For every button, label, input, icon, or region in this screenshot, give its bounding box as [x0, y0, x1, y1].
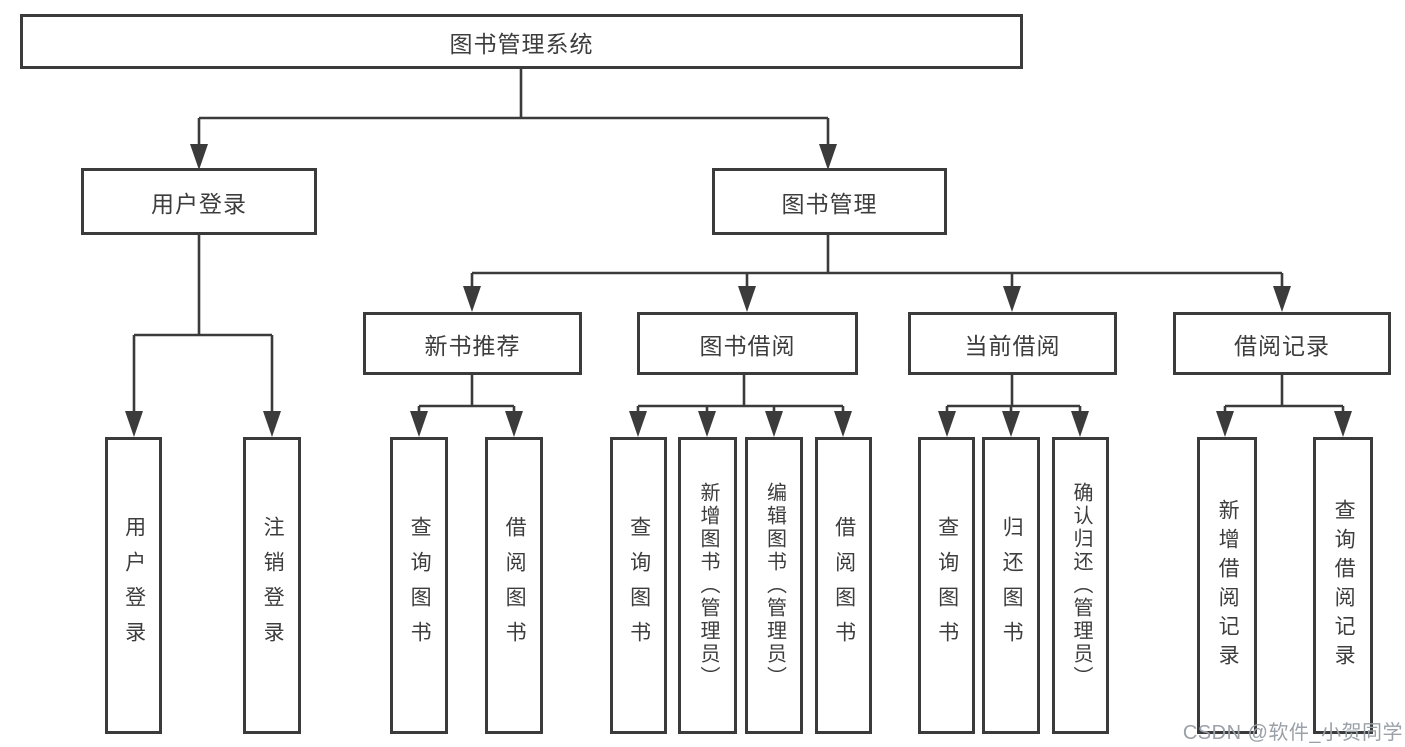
leaf-edit-book-admin: 编辑图书（管理员） [745, 437, 803, 734]
leaf-return-book: 归还图书 [982, 437, 1040, 734]
node-borrow-records: 借阅记录 [1173, 312, 1391, 375]
node-book-borrow: 图书借阅 [637, 312, 858, 375]
leaf-label: 确认归还（管理员） [1070, 482, 1092, 689]
leaf-label: 查询图书 [627, 515, 651, 656]
leaf-label: 新增图书（管理员） [697, 482, 719, 689]
tree-edges [132, 69, 1345, 413]
node-current-borrow: 当前借阅 [908, 312, 1117, 375]
leaf-add-book-admin: 新增图书（管理员） [678, 437, 737, 734]
leaf-query-books-borrow: 查询图书 [610, 437, 667, 734]
node-user-login: 用户登录 [81, 168, 317, 235]
csdn-watermark: CSDN @软件_小贺同学 [1182, 722, 1403, 744]
leaf-label: 用户登录 [122, 515, 146, 656]
leaf-label: 借阅图书 [832, 515, 856, 656]
leaf-confirm-return-admin: 确认归还（管理员） [1052, 437, 1109, 734]
leaf-borrow-books-recommend: 借阅图书 [485, 437, 543, 734]
leaf-label: 查询图书 [935, 515, 959, 656]
leaf-label: 编辑图书（管理员） [763, 482, 786, 689]
leaf-query-books-recommend: 查询图书 [390, 437, 448, 734]
node-new-book-recommend: 新书推荐 [363, 312, 582, 375]
leaf-label: 新增借阅记录 [1216, 498, 1240, 673]
node-book-management: 图书管理 [712, 168, 947, 235]
node-library-system: 图书管理系统 [20, 14, 1023, 69]
leaf-query-books-current: 查询图书 [918, 437, 975, 734]
leaf-add-borrow-record: 新增借阅记录 [1197, 437, 1257, 734]
leaf-label: 注销登录 [261, 515, 285, 656]
leaf-label: 查询图书 [408, 515, 432, 656]
leaf-label: 借阅图书 [503, 515, 527, 656]
leaf-label: 查询借阅记录 [1332, 498, 1356, 673]
leaf-query-borrow-record: 查询借阅记录 [1313, 437, 1373, 734]
leaf-logout: 注销登录 [243, 437, 301, 734]
leaf-borrow-books: 借阅图书 [815, 437, 872, 734]
leaf-user-login: 用户登录 [105, 437, 162, 734]
leaf-label: 归还图书 [1000, 515, 1024, 656]
